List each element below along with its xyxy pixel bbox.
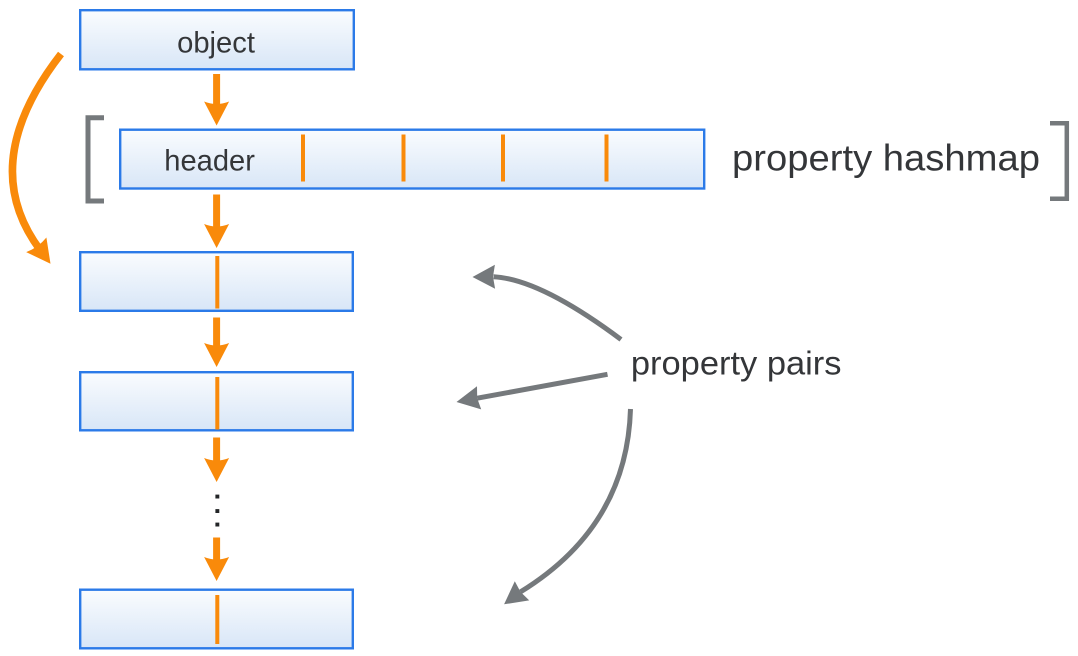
svg-text:object: object bbox=[177, 27, 255, 60]
svg-text:header: header bbox=[164, 145, 255, 178]
svg-text:property pairs: property pairs bbox=[631, 345, 842, 382]
svg-text:property hashmap: property hashmap bbox=[732, 137, 1040, 179]
